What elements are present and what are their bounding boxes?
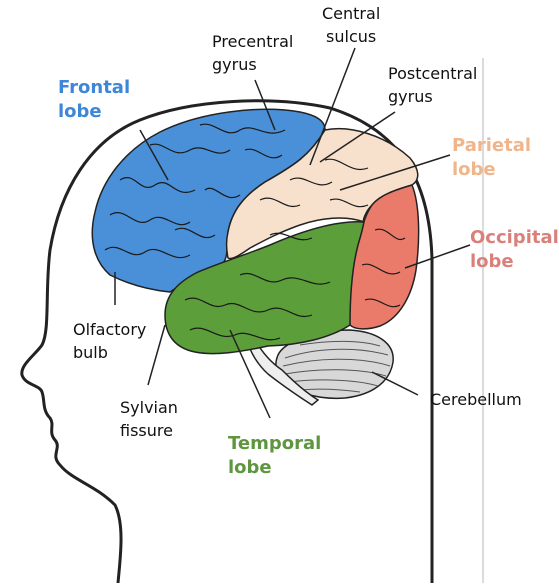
occipital-lobe-label: Occipital lobe [470,226,559,274]
parietal-label-line1: Parietal [452,135,532,156]
sylvian-label-line1: Sylvian [120,398,178,417]
temporal-label-line1: Temporal [228,433,322,454]
postcentral-label-line2: gyrus [388,87,433,106]
sylvian-fissure-label: Sylvian fissure [120,396,178,442]
precentral-leader-line [254,79,276,131]
parietal-lobe [225,128,419,260]
postcentral-leader-line [319,111,396,163]
leader-lines [114,47,471,419]
parietal-leader-line [339,154,451,191]
postcentral-label-line1: Postcentral [388,64,478,83]
parietal-label-line2: lobe [452,159,496,180]
temporal-leader-line [229,329,271,419]
precentral-label-line1: Precentral [212,32,294,51]
central-label-line1: Central [322,4,381,23]
parietal-lobe-label: Parietal lobe [452,134,531,182]
temporal-label-line2: lobe [228,457,272,478]
precentral-label-line2: gyrus [212,55,257,74]
temporal-lobe [164,221,365,355]
central-leader-line [309,47,356,166]
central-label-line2: sulcus [326,27,377,46]
central-sulcus-label: Central sulcus [322,2,380,48]
occipital-label-line1: Occipital [470,227,559,248]
occipital-label-line2: lobe [470,251,514,272]
sylvian-leader-line [147,324,166,386]
gyri-lines [104,123,406,341]
temporal-lobe-label: Temporal lobe [228,432,321,480]
frontal-label-line2: lobe [58,101,102,122]
precentral-gyrus-label: Precentral gyrus [212,30,293,76]
olfactory-label-line1: Olfactory [73,320,147,339]
frontal-leader-line [139,129,169,181]
cerebellum-leader-line [371,371,419,396]
cerebellum-label: Cerebellum [430,390,522,409]
occipital-leader-line [404,244,471,269]
brainstem [247,339,320,406]
head-outline [20,99,434,584]
postcentral-gyrus-label: Postcentral gyrus [388,62,477,108]
frontal-lobe-label: Frontal lobe [58,76,130,124]
sylvian-label-line2: fissure [120,421,173,440]
olfactory-bulb-label: Olfactory bulb [73,318,146,364]
frontal-label-line1: Frontal [58,77,131,98]
olfactory-label-line2: bulb [73,343,108,362]
